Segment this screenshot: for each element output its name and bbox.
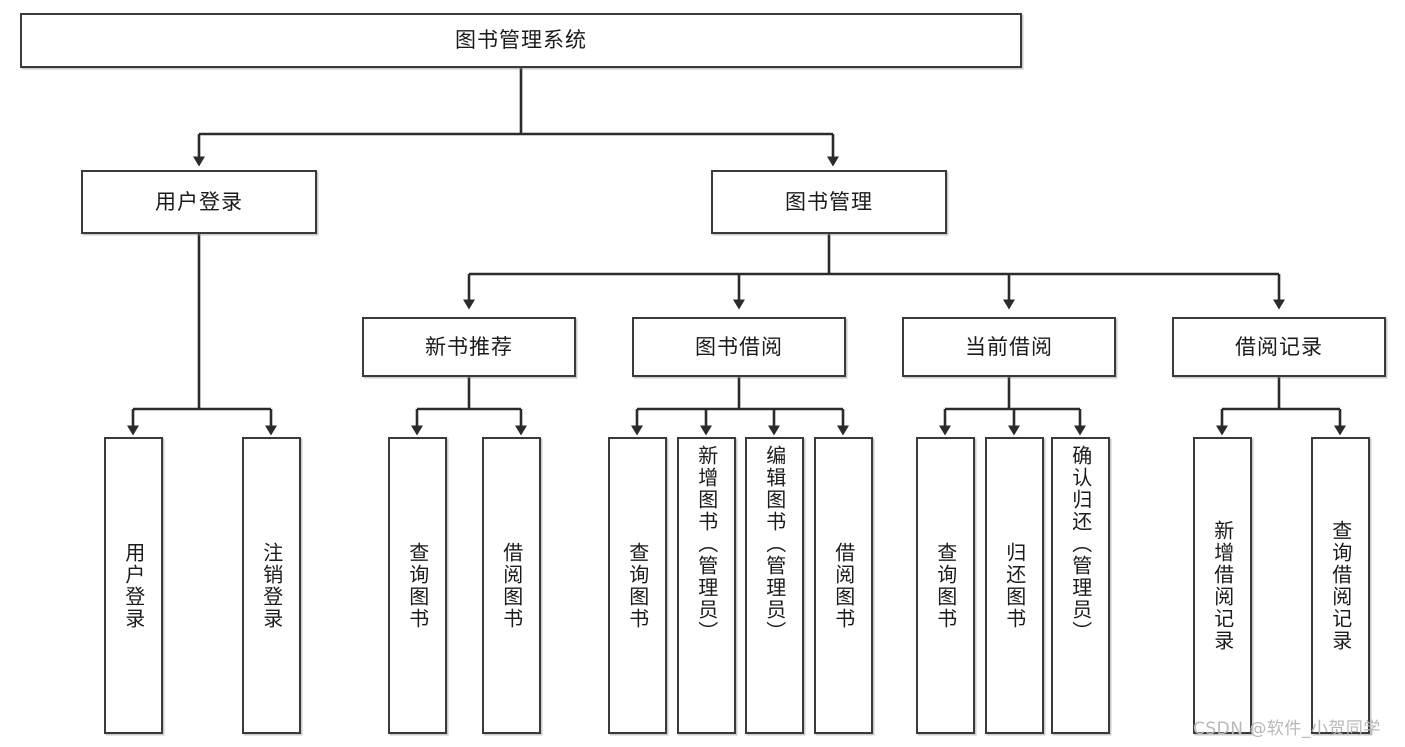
node-label: 注销登录 [259,541,284,630]
node-label: 确认归还（管理员） [1068,445,1093,643]
node-current-borrow[interactable]: 当前借阅 [902,317,1116,377]
node-label: 用户登录 [155,189,243,214]
node-label: 新增借阅记录 [1210,519,1235,652]
csdn-watermark: CSDN @软件_小贺同学 [1193,719,1381,739]
node-label: 用户登录 [121,541,146,630]
leaf-rec-query-book[interactable]: 查询图书 [388,437,447,734]
node-label: 图书管理系统 [455,28,587,53]
leaf-cur-return-book[interactable]: 归还图书 [985,437,1044,734]
node-label: 查询借阅记录 [1328,519,1353,652]
node-label: 借阅图书 [499,541,524,630]
node-book-manage[interactable]: 图书管理 [711,170,947,234]
node-user-login[interactable]: 用户登录 [81,170,317,234]
node-label: 新书推荐 [425,334,513,359]
leaf-borrow-edit-book[interactable]: 编辑图书（管理员） [745,437,804,734]
node-borrow-record[interactable]: 借阅记录 [1172,317,1386,377]
node-label: 编辑图书（管理员） [762,445,787,643]
node-label: 图书管理 [785,189,873,214]
node-new-book-rec[interactable]: 新书推荐 [362,317,576,377]
leaf-cur-confirm-return[interactable]: 确认归还（管理员） [1051,437,1110,734]
leaf-borrow-query-book[interactable]: 查询图书 [608,437,667,734]
node-label: 当前借阅 [965,334,1053,359]
leaf-borrow-add-book[interactable]: 新增图书（管理员） [677,437,736,734]
leaf-rec-add-record[interactable]: 新增借阅记录 [1193,437,1252,734]
node-label: 新增图书（管理员） [694,445,719,643]
node-label: 查询图书 [933,541,958,630]
leaf-borrow-borrow-book[interactable]: 借阅图书 [814,437,873,734]
node-book-borrow[interactable]: 图书借阅 [632,317,846,377]
node-label: 图书借阅 [695,334,783,359]
leaf-user-logout[interactable]: 注销登录 [242,437,301,734]
node-label: 查询图书 [405,541,430,630]
node-root-system[interactable]: 图书管理系统 [20,13,1022,68]
leaf-rec-borrow-book[interactable]: 借阅图书 [482,437,541,734]
leaf-cur-query-book[interactable]: 查询图书 [916,437,975,734]
leaf-rec-query-record[interactable]: 查询借阅记录 [1311,437,1370,734]
node-label: 借阅图书 [831,541,856,630]
node-label: 借阅记录 [1235,334,1323,359]
node-label: 查询图书 [625,541,650,630]
node-label: 归还图书 [1002,541,1027,630]
leaf-user-login[interactable]: 用户登录 [104,437,163,734]
